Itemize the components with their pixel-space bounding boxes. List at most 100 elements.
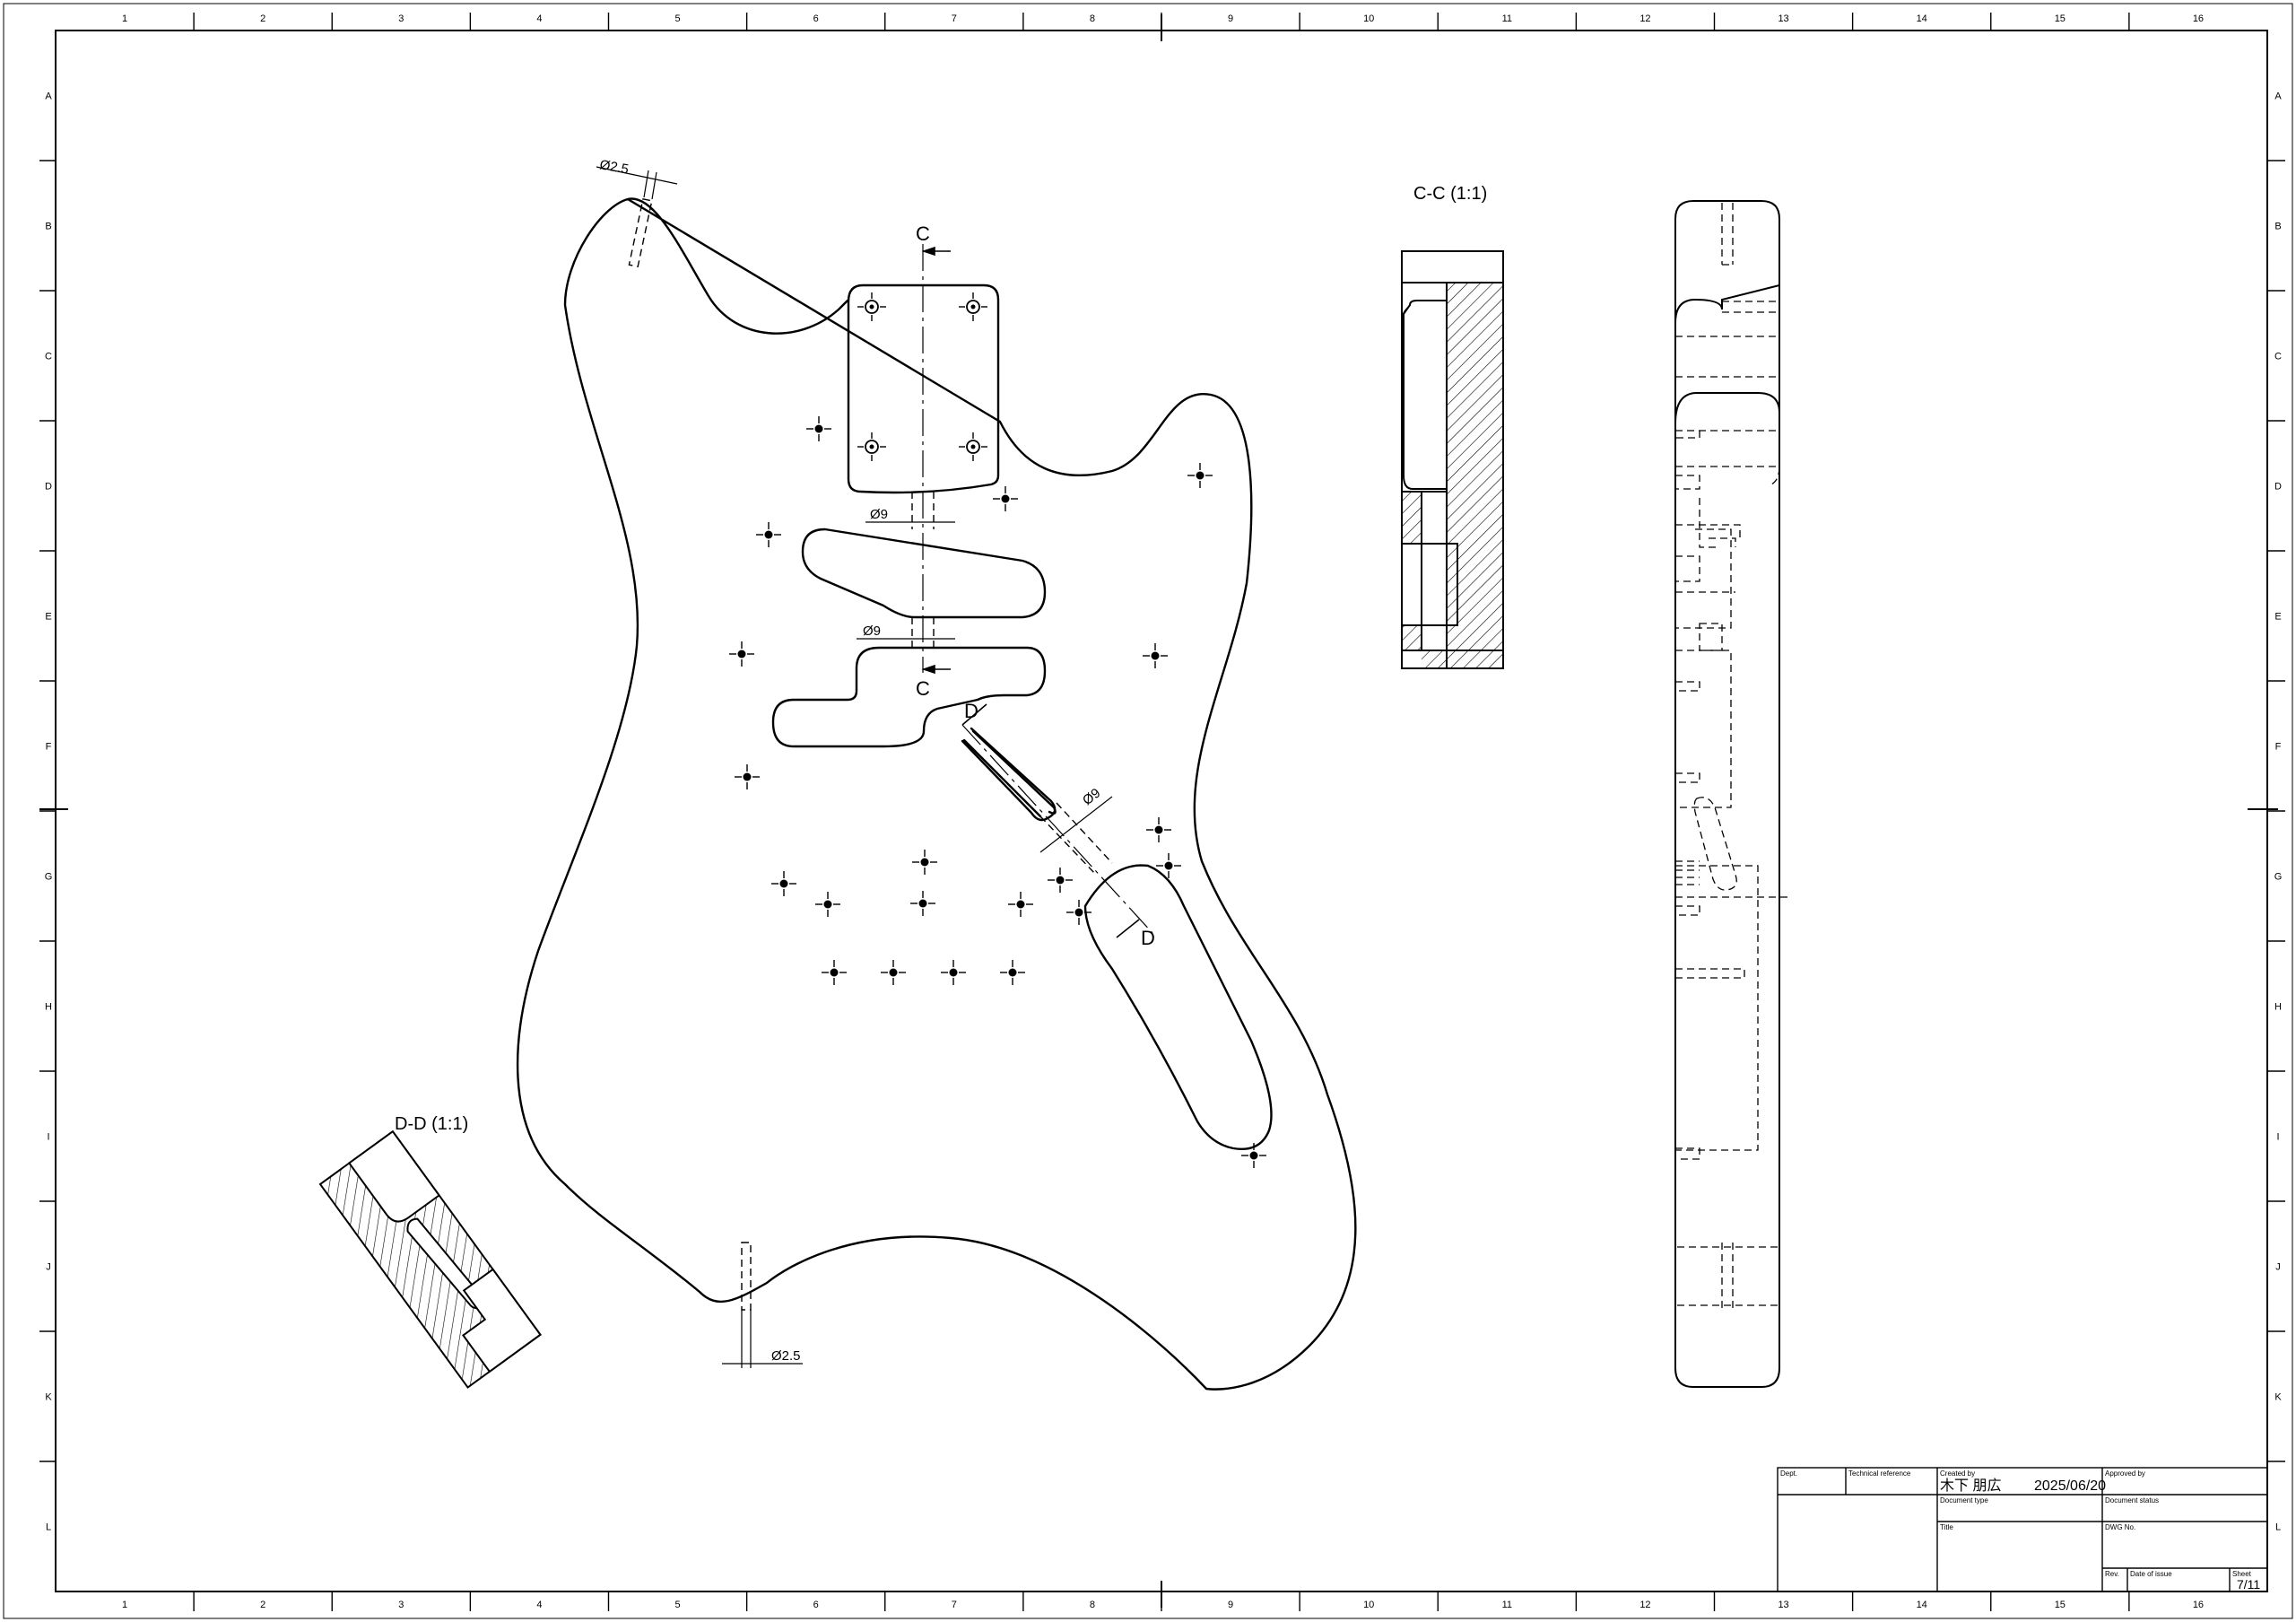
grid-row-label-left: J [46, 1262, 51, 1273]
grid-col-label-bottom: 14 [1917, 1600, 1927, 1610]
centerline-d [961, 724, 1153, 934]
grid-col-label-bottom: 4 [536, 1600, 542, 1610]
section-marks [921, 246, 1140, 938]
tb-approved-by-label: Approved by [2105, 1469, 2145, 1478]
grid-col-label-bottom: 7 [952, 1600, 957, 1610]
screw-hole-marker [822, 960, 847, 985]
grid-row-label-right: H [2274, 1002, 2282, 1013]
tb-sheet-value: 7/11 [2237, 1577, 2260, 1591]
section-mark-d-top: D [964, 700, 978, 722]
section-cc-cavity [1403, 300, 1448, 490]
grid-col-label-top: 9 [1228, 13, 1233, 24]
screw-hole-marker [1066, 900, 1091, 925]
dim-channel-diag-label: Ø9 [1080, 785, 1103, 808]
grid-row-label-right: F [2275, 742, 2282, 753]
neck-mount-hole [959, 292, 987, 321]
tb-rev-label: Rev. [2105, 1570, 2119, 1578]
section-mark-c-top: C [916, 222, 930, 245]
grid-col-label-bottom: 1 [122, 1600, 127, 1610]
grid-row-label-left: L [46, 1522, 51, 1533]
control-cavity [1083, 864, 1273, 1150]
screw-hole-marker [1008, 892, 1033, 917]
side-hidden-top [1721, 203, 1734, 266]
screw-hole-marker [729, 641, 754, 667]
screw-hole-marker [881, 960, 906, 985]
wire-channel-body [961, 727, 1057, 822]
screw-hole-marker [941, 960, 966, 985]
neck-pocket [847, 283, 1000, 494]
side-hidden-lower [1677, 1246, 1779, 1306]
screw-hole-marker [1156, 853, 1181, 878]
screw-hole-marker [1143, 643, 1168, 668]
screw-hole-marker [1048, 868, 1073, 893]
body-outline [516, 197, 1357, 1391]
grid-row-label-left: G [45, 872, 53, 883]
grid-col-label-top: 5 [675, 13, 681, 24]
side-hidden-body-b [1675, 475, 1741, 548]
grid-col-label-top: 3 [398, 13, 404, 24]
grid-col-label-top: 4 [536, 13, 542, 24]
dim-channel-diag-line [1039, 796, 1113, 853]
grid-col-label-top: 15 [2055, 13, 2066, 24]
grid-col-label-bottom: 8 [1090, 1600, 1095, 1610]
dim-hole-top-ext-a [643, 170, 649, 198]
tb-dwg-no-label: DWG No. [2105, 1523, 2135, 1531]
grid-col-label-top: 6 [813, 13, 819, 24]
body-front-view [516, 197, 1357, 1391]
screw-holes [729, 416, 1266, 1168]
neck-mount-hole [857, 292, 886, 321]
grid-col-label-bottom: 2 [260, 1600, 265, 1610]
tb-dept-label: Dept. [1780, 1469, 1797, 1478]
side-hidden-body-f [1675, 860, 1759, 1151]
grid-col-label-top: 7 [952, 13, 957, 24]
section-dd-cavity-top [347, 1129, 441, 1223]
side-hidden-neck [1675, 301, 1779, 378]
grid-col-label-bottom: 6 [813, 1600, 819, 1610]
grid-row-label-left: B [45, 222, 51, 232]
grid-col-label-bottom: 12 [1639, 1600, 1650, 1610]
screw-hole-marker [1241, 1143, 1266, 1168]
screw-hole-marker [993, 486, 1018, 511]
section-cc-hatch-right [1447, 283, 1503, 668]
grid-row-label-right: K [2274, 1392, 2282, 1403]
section-cc-hatch-left-b [1402, 625, 1422, 650]
side-hidden-bottom [1721, 1243, 1734, 1310]
grid-row-label-right: J [2275, 1262, 2281, 1273]
side-hidden-slot [1693, 797, 1737, 891]
screw-hole-marker [806, 416, 831, 441]
grid-col-label-top: 14 [1917, 13, 1927, 24]
tb-date: 2025/06/20 [2034, 1478, 2106, 1494]
grid-row-label-left: D [45, 482, 52, 493]
dimension-lines [596, 166, 1113, 1368]
grid-col-label-top: 11 [1502, 13, 1512, 24]
dim-hole-bottom-label: Ø2.5 [771, 1348, 801, 1364]
grid-row-label-left: F [46, 742, 52, 753]
bridge-pickup-cavity [771, 646, 1047, 748]
grid-col-label-bottom: 13 [1778, 1600, 1788, 1610]
wire-channel [962, 729, 1057, 818]
grid-col-label-bottom: 9 [1228, 1600, 1233, 1610]
grid-marks: 1122334455667788991010111112121313141415… [39, 13, 2285, 1611]
dim-hole-top-label: Ø2.5 [598, 157, 630, 177]
hidden-lines [628, 197, 1113, 1311]
hole-top-dashed [628, 197, 653, 268]
tb-date-of-issue-label: Date of issue [2130, 1570, 2172, 1578]
grid-col-label-top: 2 [260, 13, 265, 24]
grid-row-label-left: I [47, 1132, 49, 1143]
dim-channel-lower-label: Ø9 [863, 624, 881, 639]
grid-col-label-bottom: 3 [398, 1600, 404, 1610]
grid-col-label-top: 10 [1363, 13, 1374, 24]
screw-hole-marker [1000, 960, 1025, 985]
grid-col-label-top: 16 [2193, 13, 2204, 24]
grid-row-label-right: D [2274, 482, 2282, 493]
screw-hole-marker [1146, 817, 1171, 842]
side-hidden-body-g [1675, 896, 1789, 979]
side-view-outline [1674, 200, 1780, 1388]
section-cc-hatch-mid [1422, 650, 1447, 668]
side-hidden-body-h [1675, 1147, 1700, 1160]
center-lines [922, 244, 1153, 934]
diag-channel-line-a [1039, 815, 1097, 876]
screw-hole-marker [756, 522, 781, 547]
section-dd-view [318, 1129, 542, 1389]
grid-row-label-left: E [45, 612, 51, 623]
